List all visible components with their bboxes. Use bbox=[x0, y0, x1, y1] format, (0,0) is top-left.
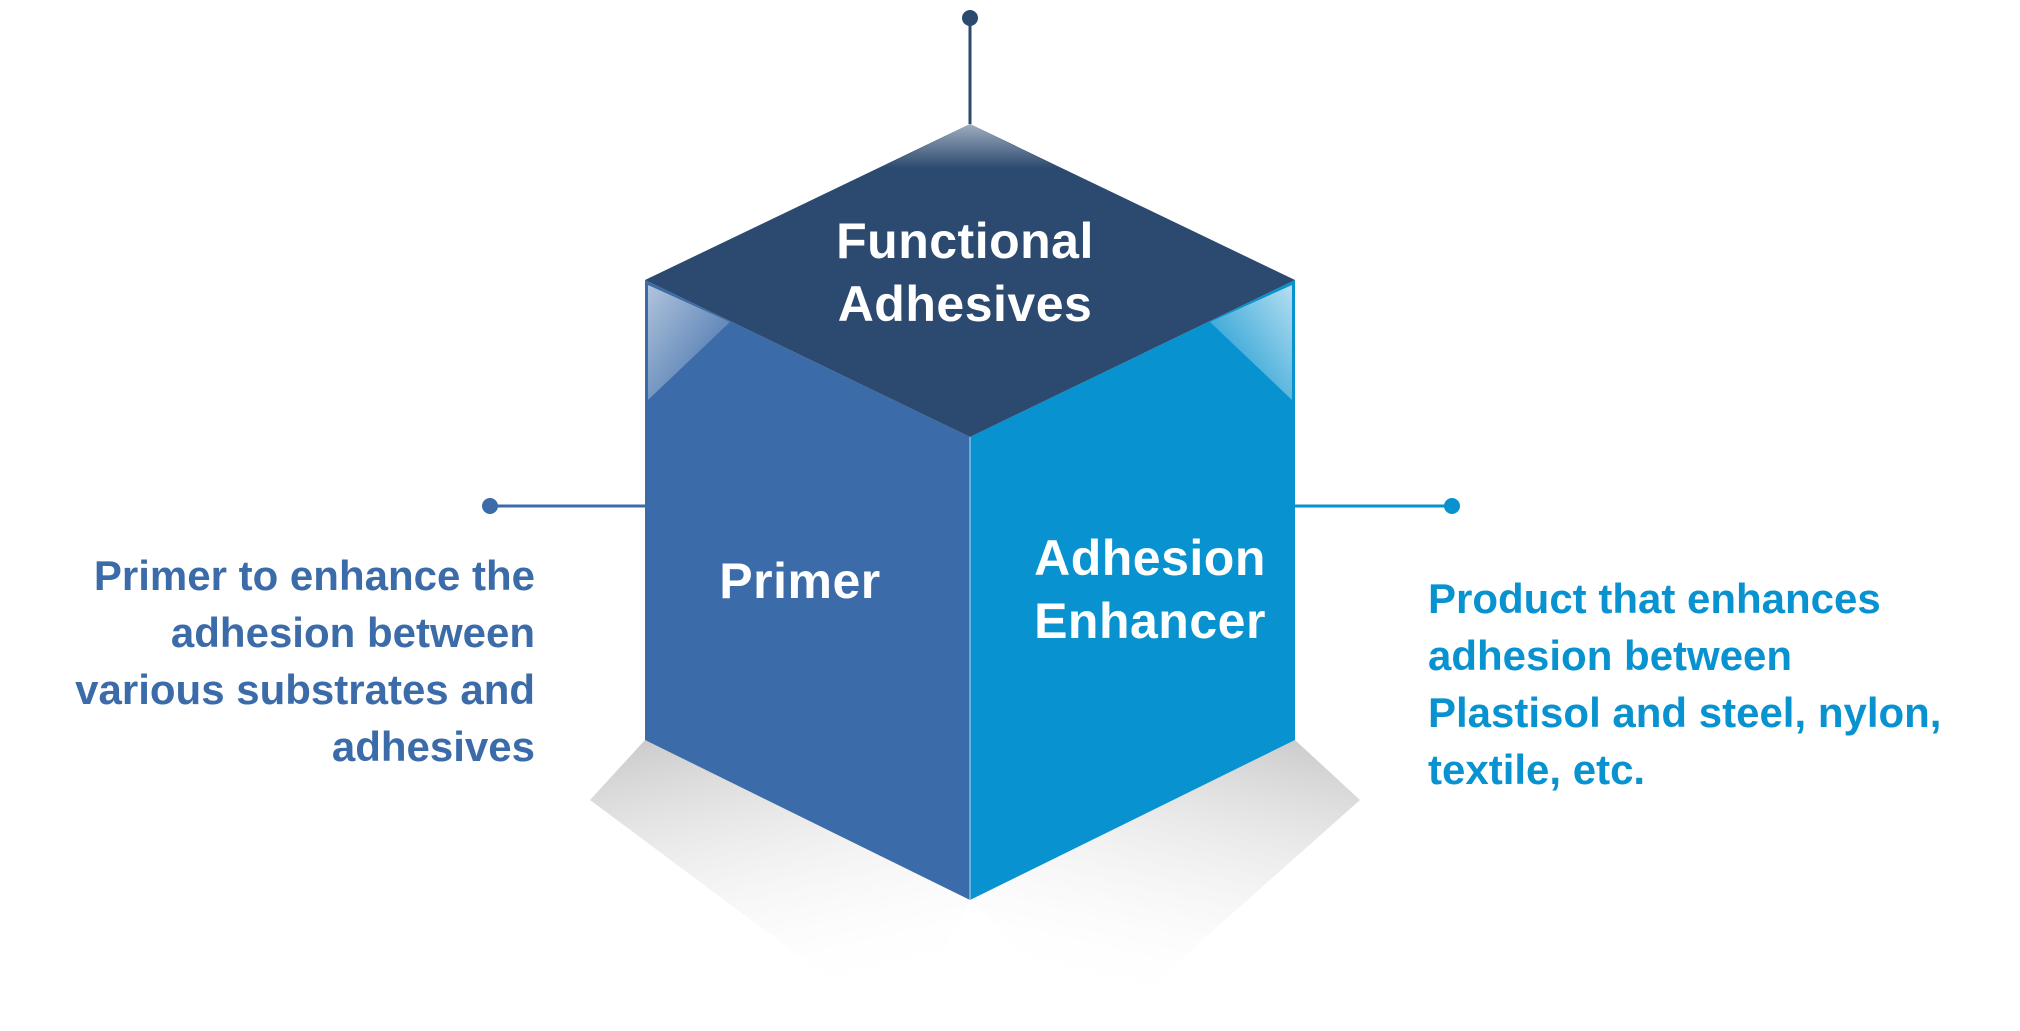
primer-description: Primer to enhance the adhesion between v… bbox=[75, 552, 535, 770]
functional-adhesives-face bbox=[645, 124, 1295, 437]
adhesion-enhancer-description: Product that enhances adhesion between P… bbox=[1428, 575, 1942, 793]
adhesion-enhancer-label: Adhesion Enhancer bbox=[1034, 530, 1266, 649]
cube-shadow-right bbox=[970, 740, 1360, 1031]
top-connector-dot bbox=[962, 10, 978, 26]
cube-shadow-left bbox=[590, 740, 970, 1031]
functional-adhesives-label: Functional Adhesives bbox=[836, 213, 1094, 332]
left-face-shine bbox=[648, 285, 730, 400]
primer-label: Primer bbox=[719, 553, 881, 609]
left-connector-dot bbox=[482, 498, 498, 514]
right-connector-dot bbox=[1444, 498, 1460, 514]
right-face-shine bbox=[1210, 285, 1292, 400]
adhesion-enhancer-face bbox=[970, 280, 1295, 900]
primer-face bbox=[645, 280, 970, 900]
top-face-shine bbox=[880, 124, 1060, 168]
